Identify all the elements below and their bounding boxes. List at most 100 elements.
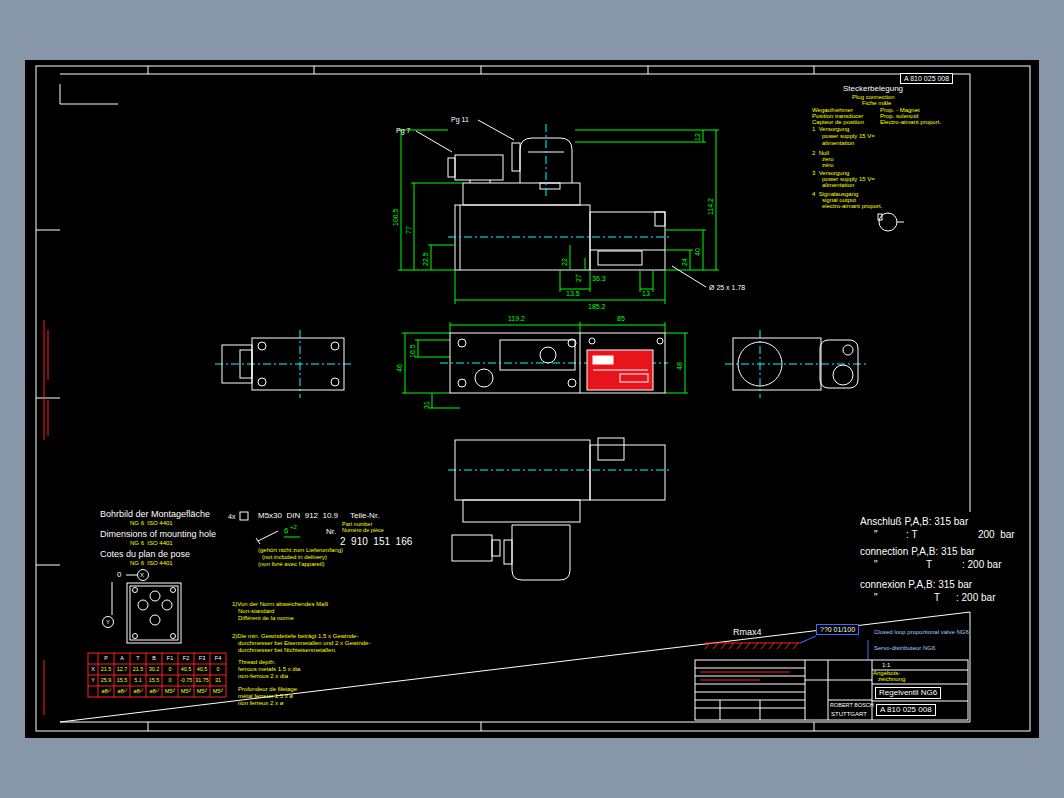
leader-blue xyxy=(800,636,816,643)
drawing-label: 22 xyxy=(561,258,568,266)
valve-plan xyxy=(587,350,653,390)
title-block xyxy=(695,700,805,701)
drawing-label: 2 910 151 166 xyxy=(340,537,412,547)
drawing-label: F3 xyxy=(194,656,210,661)
valve-bottom-view xyxy=(590,445,665,500)
sheet-frame xyxy=(36,66,1030,731)
valve-elevation xyxy=(470,180,471,183)
mounting-pattern xyxy=(130,586,178,640)
title-block xyxy=(828,700,872,701)
drawing-label: T xyxy=(926,560,932,570)
valve-plan xyxy=(450,333,665,393)
center-lines xyxy=(760,330,761,398)
title-block-red xyxy=(700,672,790,680)
end-view-left xyxy=(252,338,344,390)
port-table-grid xyxy=(88,675,226,676)
drawing-label: Wegaufnehmer xyxy=(812,107,853,113)
drawing-label: 48 xyxy=(676,362,683,370)
end-view-left xyxy=(258,342,266,350)
drawing-label: zeichnung xyxy=(878,676,905,682)
valve-plan xyxy=(450,333,665,393)
drawing-label: : 200 bar xyxy=(956,593,995,603)
center-lines xyxy=(725,364,868,365)
drawing-label: ø8¹⁾ xyxy=(114,689,130,694)
title-block xyxy=(720,700,721,720)
sheet-frame xyxy=(60,74,970,722)
drawing-label: Capteur de position xyxy=(812,119,864,125)
dimension-lines xyxy=(418,340,419,357)
drawing-label: Profondeur de filetage xyxy=(238,686,297,692)
valve-elevation xyxy=(512,143,520,171)
title-block xyxy=(695,676,805,677)
valve-elevation xyxy=(655,212,665,226)
sheet-frame xyxy=(148,66,149,74)
drawing-label: Nr. xyxy=(326,528,336,536)
mounting-pattern xyxy=(150,591,160,601)
plug-symbol xyxy=(879,213,897,231)
leader-blue xyxy=(868,640,869,660)
title-block-red xyxy=(700,680,760,681)
dimension-lines xyxy=(401,130,402,270)
drawing-label: Part number xyxy=(342,522,372,528)
drawing-label: Numéro de pièce xyxy=(342,528,384,534)
valve-plan xyxy=(540,347,556,363)
sheet-frame xyxy=(314,66,315,74)
drawing-label: 0 xyxy=(162,667,178,672)
drawing-label: connexion P,A,B: 315 bar xyxy=(860,580,972,590)
valve-plan xyxy=(580,333,581,393)
title-cell: A 810 025 008 xyxy=(876,704,936,716)
mounting-pattern xyxy=(103,617,114,628)
drawing-label: " xyxy=(874,530,878,540)
valve-plan xyxy=(458,379,466,387)
title-text: ??0 01/100 xyxy=(820,626,855,633)
drawing-label: " xyxy=(874,560,878,570)
end-view-left xyxy=(331,378,339,386)
leader-lines xyxy=(672,266,706,287)
drawing-label: M5²⁾ xyxy=(210,689,226,694)
screw-symbol xyxy=(256,538,260,544)
sheet-frame xyxy=(36,565,60,566)
dimension-lines xyxy=(402,333,450,334)
drawing-label: P xyxy=(98,656,114,661)
drawing-label: Teile-Nr. xyxy=(350,512,379,520)
port-table-grid xyxy=(98,653,99,697)
drawing-label: ø8¹⁾ xyxy=(98,689,114,694)
drawing-label: X xyxy=(88,667,98,672)
drawing-label: Plug connection xyxy=(852,94,895,100)
valve-elevation xyxy=(448,158,455,177)
mounting-pattern xyxy=(138,600,148,610)
drawing-label: : 200 bar xyxy=(962,560,1001,570)
drawing-label: 31 xyxy=(210,678,226,683)
drawing-sheet xyxy=(25,60,1039,738)
drawing-label: 36.3 xyxy=(592,275,606,282)
center-lines xyxy=(300,330,301,398)
mounting-pattern xyxy=(112,582,113,615)
valve-plan xyxy=(593,356,613,364)
center-lines xyxy=(448,237,672,238)
dimension-lines xyxy=(575,142,706,143)
mounting-pattern xyxy=(133,634,138,639)
valve-plan xyxy=(500,340,575,370)
sheet-frame xyxy=(814,66,815,74)
drawing-label: 21.5 xyxy=(98,667,114,672)
title-block xyxy=(872,701,968,702)
drawing-label: ROBERT BOSCH xyxy=(830,703,874,709)
drawing-label: 5.1 xyxy=(130,678,146,683)
drawing-label: 27 xyxy=(575,274,582,282)
drawing-label: 77 xyxy=(405,226,412,234)
title-block xyxy=(760,700,761,720)
drawing-label: Y xyxy=(88,678,98,683)
end-view-right xyxy=(733,338,821,390)
end-view-right xyxy=(733,338,858,390)
drawing-label: 12.7 xyxy=(114,667,130,672)
valve-elevation xyxy=(448,138,665,270)
drawing-label: 4 Signalausgang xyxy=(812,191,858,197)
mounting-pattern xyxy=(171,634,176,639)
mounting-pattern xyxy=(126,575,137,576)
title-text: A 810 025 008 xyxy=(904,75,949,82)
drawing-label: Fiche mâle xyxy=(862,100,891,106)
drawing-label: 4x xyxy=(228,513,235,520)
valve-bottom-view xyxy=(455,440,590,500)
mounting-pattern xyxy=(162,600,172,610)
